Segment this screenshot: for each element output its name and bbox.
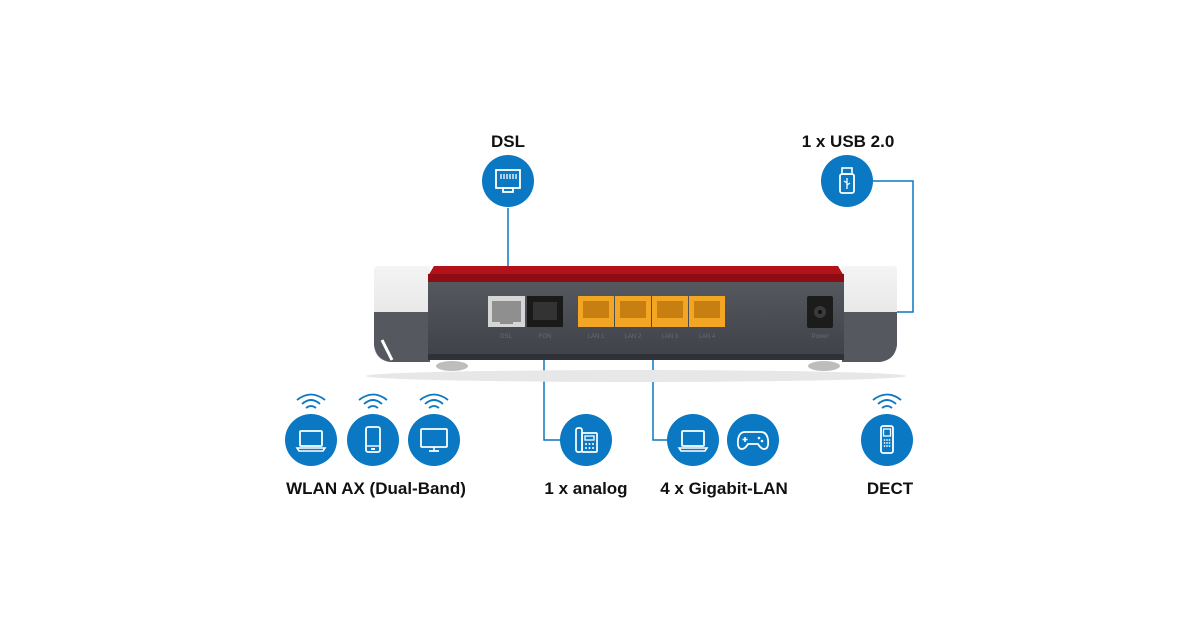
wlan-laptop-circle bbox=[285, 414, 337, 466]
wifi-icon bbox=[419, 393, 449, 409]
laptop-icon bbox=[295, 430, 327, 452]
dsl-port bbox=[488, 296, 525, 327]
lan-ports bbox=[578, 296, 725, 327]
port-label-power: Power bbox=[811, 334, 828, 340]
ethernet-port-icon bbox=[495, 169, 521, 193]
power-jack bbox=[807, 296, 833, 328]
wifi-icon bbox=[872, 393, 902, 409]
gamepad-icon bbox=[736, 431, 770, 450]
wlan-smartphone-circle bbox=[347, 414, 399, 466]
lan-laptop-circle bbox=[667, 414, 719, 466]
wifi-icon bbox=[296, 393, 326, 409]
usb-circle bbox=[821, 155, 873, 207]
wlan-label: WLAN AX (Dual-Band) bbox=[286, 479, 466, 498]
port-label-fon: FON bbox=[539, 334, 552, 340]
usb-label: 1 x USB 2.0 bbox=[801, 132, 895, 151]
lan-label: 4 x Gigabit-LAN bbox=[660, 479, 788, 498]
desk-phone-icon bbox=[575, 427, 598, 453]
usb-connector-line bbox=[873, 180, 914, 313]
usb-stick-icon bbox=[839, 167, 855, 194]
port-label-lan3: LAN 3 bbox=[662, 334, 679, 340]
laptop-icon bbox=[677, 430, 709, 452]
dect-label: DECT bbox=[866, 479, 914, 498]
fon-port bbox=[527, 296, 563, 327]
monitor-icon bbox=[420, 428, 448, 452]
wlan-monitor-circle bbox=[408, 414, 460, 466]
dsl-circle bbox=[482, 155, 534, 207]
port-label-dsl: DSL bbox=[500, 334, 512, 340]
port-label-lan4: LAN 4 bbox=[699, 334, 716, 340]
analog-label: 1 x analog bbox=[544, 479, 628, 498]
wifi-icon bbox=[358, 393, 388, 409]
dect-circle bbox=[861, 414, 913, 466]
smartphone-icon bbox=[365, 426, 381, 453]
port-label-lan2: LAN 2 bbox=[625, 334, 642, 340]
dsl-label: DSL bbox=[491, 132, 525, 151]
cordless-phone-icon bbox=[880, 425, 894, 454]
port-label-lan1: LAN 1 bbox=[588, 334, 605, 340]
analog-circle bbox=[560, 414, 612, 466]
lan-gamepad-circle bbox=[727, 414, 779, 466]
